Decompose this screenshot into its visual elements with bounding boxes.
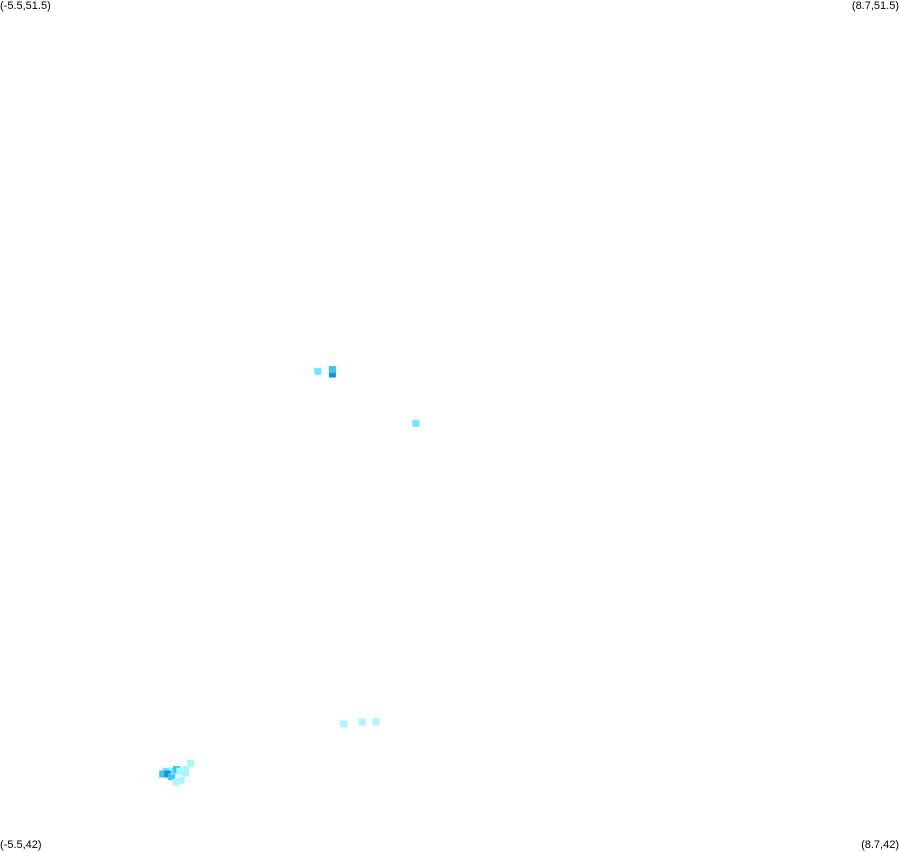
heatmap-cell-8 <box>159 770 167 778</box>
heatmap-cell-10 <box>168 773 176 781</box>
heatmap-cell-2 <box>328 366 336 373</box>
heatmap-cell-15 <box>182 769 189 777</box>
heatmap-cell-18 <box>187 759 195 767</box>
heatmap-cell-16 <box>177 776 185 784</box>
heatmap-cell-6 <box>372 718 380 726</box>
heatmap-cell-1 <box>328 370 336 378</box>
corner-label-top-left: (-5.5,51.5) <box>0 0 51 12</box>
heatmap-cell-13 <box>176 767 184 775</box>
heatmap-cell-5 <box>358 718 366 726</box>
heatmap-cell-14 <box>182 766 189 773</box>
heatmap-cell-4 <box>340 720 348 728</box>
corner-label-bottom-left: (-5.5,42) <box>0 839 42 851</box>
heatmap-cell-0 <box>314 367 322 375</box>
corner-label-top-right: (8.7,51.5) <box>851 0 899 12</box>
corner-label-bottom-right: (8.7,42) <box>861 839 899 851</box>
heatmap-cell-17 <box>172 778 180 786</box>
heatmap-cell-9 <box>164 770 172 778</box>
heatmap-cell-3 <box>412 419 420 427</box>
